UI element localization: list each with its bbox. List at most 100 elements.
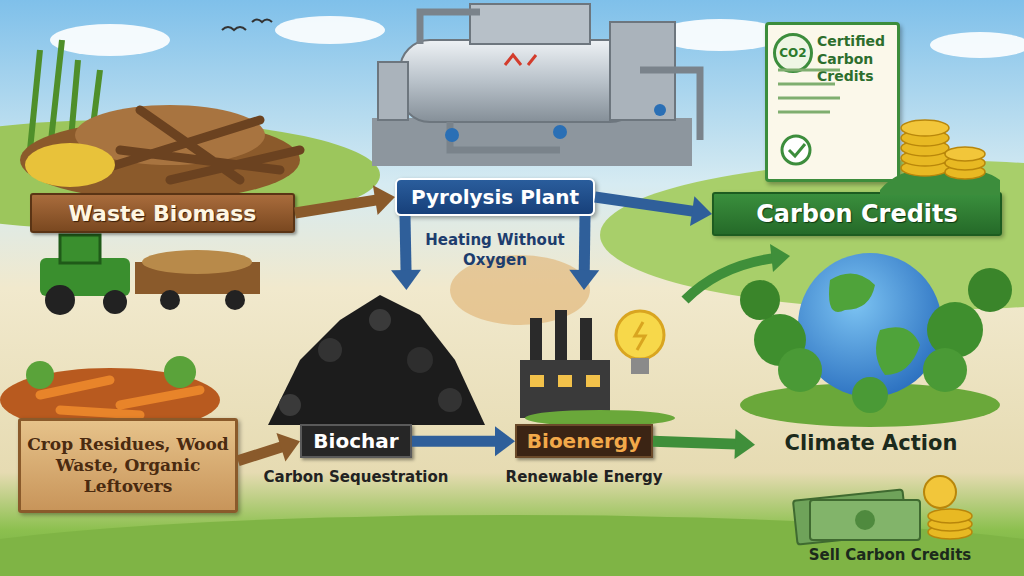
char-lump [279,394,301,416]
chimney [580,318,592,363]
tractor-cab [60,235,100,263]
flow-arrow [412,426,515,456]
arrow-head [569,270,599,290]
plant-feeder [378,62,408,120]
process-title: Pyrolysis Plant [411,185,579,209]
arrow-shaft [579,216,591,272]
pipes [420,12,700,150]
logs [100,110,300,180]
char-lump [318,338,342,362]
continents [829,274,920,375]
biochar-pile [268,295,485,425]
arrow-head [734,429,755,459]
note-seal [855,510,875,530]
ribbon-banner: Carbon Credits [712,192,1002,236]
bulb-base [631,358,649,374]
char-lump [438,388,462,412]
arrow-head [495,426,515,456]
product-caption: Carbon Sequestration [249,468,463,486]
factory [520,360,610,418]
coin [901,150,949,166]
flow-arrow [653,429,755,459]
wooden-sign: Crop Residues, Wood Waste, Organic Lefto… [18,418,238,513]
wheel [103,290,127,314]
valve [445,128,459,142]
valve [654,104,666,116]
product-node: BiocharCarbon Sequestration [300,290,412,458]
product-caption: Renewable Energy [477,468,691,486]
window [558,375,572,387]
tree [927,302,983,358]
tree [852,377,888,413]
plant-hood [470,4,590,44]
tree [923,348,967,392]
tree [968,268,1012,312]
coin [924,476,956,508]
coin [945,165,985,179]
co2-badge: CO2 [773,33,813,73]
arrow-shaft [405,216,406,272]
certificate: CO2Certified Carbon Credits [765,22,900,182]
outcome-title: Climate Action [755,431,987,455]
coin [945,147,985,161]
flow-arrow [595,196,712,226]
light-bulb [616,311,664,359]
arrow-shaft [412,436,497,447]
arrow-head [276,433,300,462]
leaves [26,361,54,389]
leaves [164,356,196,388]
product-node: BioenergyRenewable Energy [515,290,653,458]
coin [945,156,985,170]
chimney [555,310,567,363]
process-note: Heating Without Oxygen [410,230,580,271]
flow-arrow [238,433,300,462]
cloud [50,24,170,56]
outcome-node: Climate Action [755,250,987,455]
product-label: Biochar [300,424,412,458]
arrow-shaft [653,441,737,444]
logo-mark [505,55,536,65]
wheel [225,290,245,310]
bolt [635,322,645,350]
coin [901,160,949,176]
wheel [45,285,75,315]
chimney [530,318,542,363]
arrow-head [391,270,421,290]
arrow-head [373,185,395,215]
arrow-shaft [238,447,283,461]
window [530,375,544,387]
check-circle [782,136,810,164]
coin [901,140,949,156]
char-lump [407,347,433,373]
check-mark [789,144,805,156]
cloud [930,32,1024,58]
caption-text: Sell Carbon Credits [785,546,995,564]
cloud [275,16,385,44]
process-box: Pyrolysis Plant [395,178,595,216]
pyrolysis-drum [400,40,640,122]
arrow-shaft [595,197,694,211]
tree [778,348,822,392]
hand [880,169,1000,195]
flow-arrow [391,216,421,290]
trailer-load [142,250,252,274]
certificate-lines [778,70,840,112]
certificate-text: Certified Carbon Credits [817,33,899,86]
arrow-head [690,196,712,226]
arrow-shaft [295,200,377,213]
birds [222,20,272,31]
char-lump [369,309,391,331]
plant-base [372,118,692,166]
sign-text: Waste Biomass [69,201,257,226]
banknote [810,500,920,540]
tree [740,280,780,320]
coin [901,120,949,136]
decor-arrow-head [770,244,790,272]
coin [901,130,949,146]
sign-text: Crop Residues, Wood Waste, Organic Lefto… [27,434,229,498]
